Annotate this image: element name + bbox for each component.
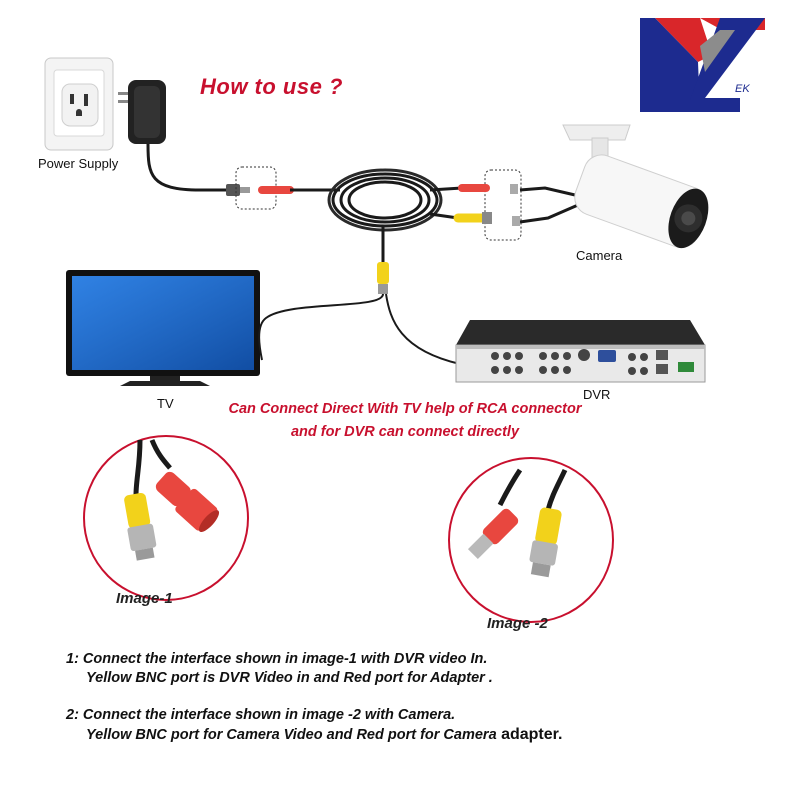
page-title: How to use ? [200,74,343,99]
instruction-2-line-2-camera: Camera [439,727,497,743]
image-2-connector-closeup [448,457,614,623]
instruction-1-line-1: 1: Connect the interface shown in image-… [66,651,488,667]
tv-icon [66,270,260,386]
instruction-2-line-2: Yellow BNC port for Camera Video and Red… [66,725,562,745]
image-2-caption: Image -2 [487,615,548,632]
instruction-2: 2: Connect the interface shown in image … [66,706,562,745]
connector-highlight [484,169,522,241]
svg-text:EK: EK [735,83,750,95]
connection-note-line-2: and for DVR can connect directly [290,424,520,440]
camera-label: Camera [576,248,623,263]
image-1-connector-closeup [83,435,249,601]
instruction-1-line-2: Yellow BNC port is DVR Video in and Red … [86,670,493,686]
connection-note-line-1: Can Connect Direct With TV help of RCA c… [228,401,582,417]
power-supply-label: Power Supply [38,156,119,171]
bullet-camera-icon [510,124,709,249]
image-1-caption: Image-1 [116,590,173,607]
instruction-2-line-1: 2: Connect the interface shown in image … [66,707,456,723]
dvr-label: DVR [583,387,611,402]
instruction-2-line-2-main: Yellow BNC port for Camera Video and Red… [86,727,440,743]
yztek-logo: EK [640,16,766,112]
instruction-2-line-2-adapter: adapter. [496,726,563,743]
instruction-1: 1: Connect the interface shown in image-… [66,650,493,688]
dvr-icon [455,320,706,383]
dvr-cable [385,293,461,365]
siamese-cable-icon [258,168,492,294]
tv-cable [258,293,384,361]
tv-label: TV [157,396,174,411]
wall-outlet-icon [44,57,114,151]
power-adapter-icon [118,80,250,196]
